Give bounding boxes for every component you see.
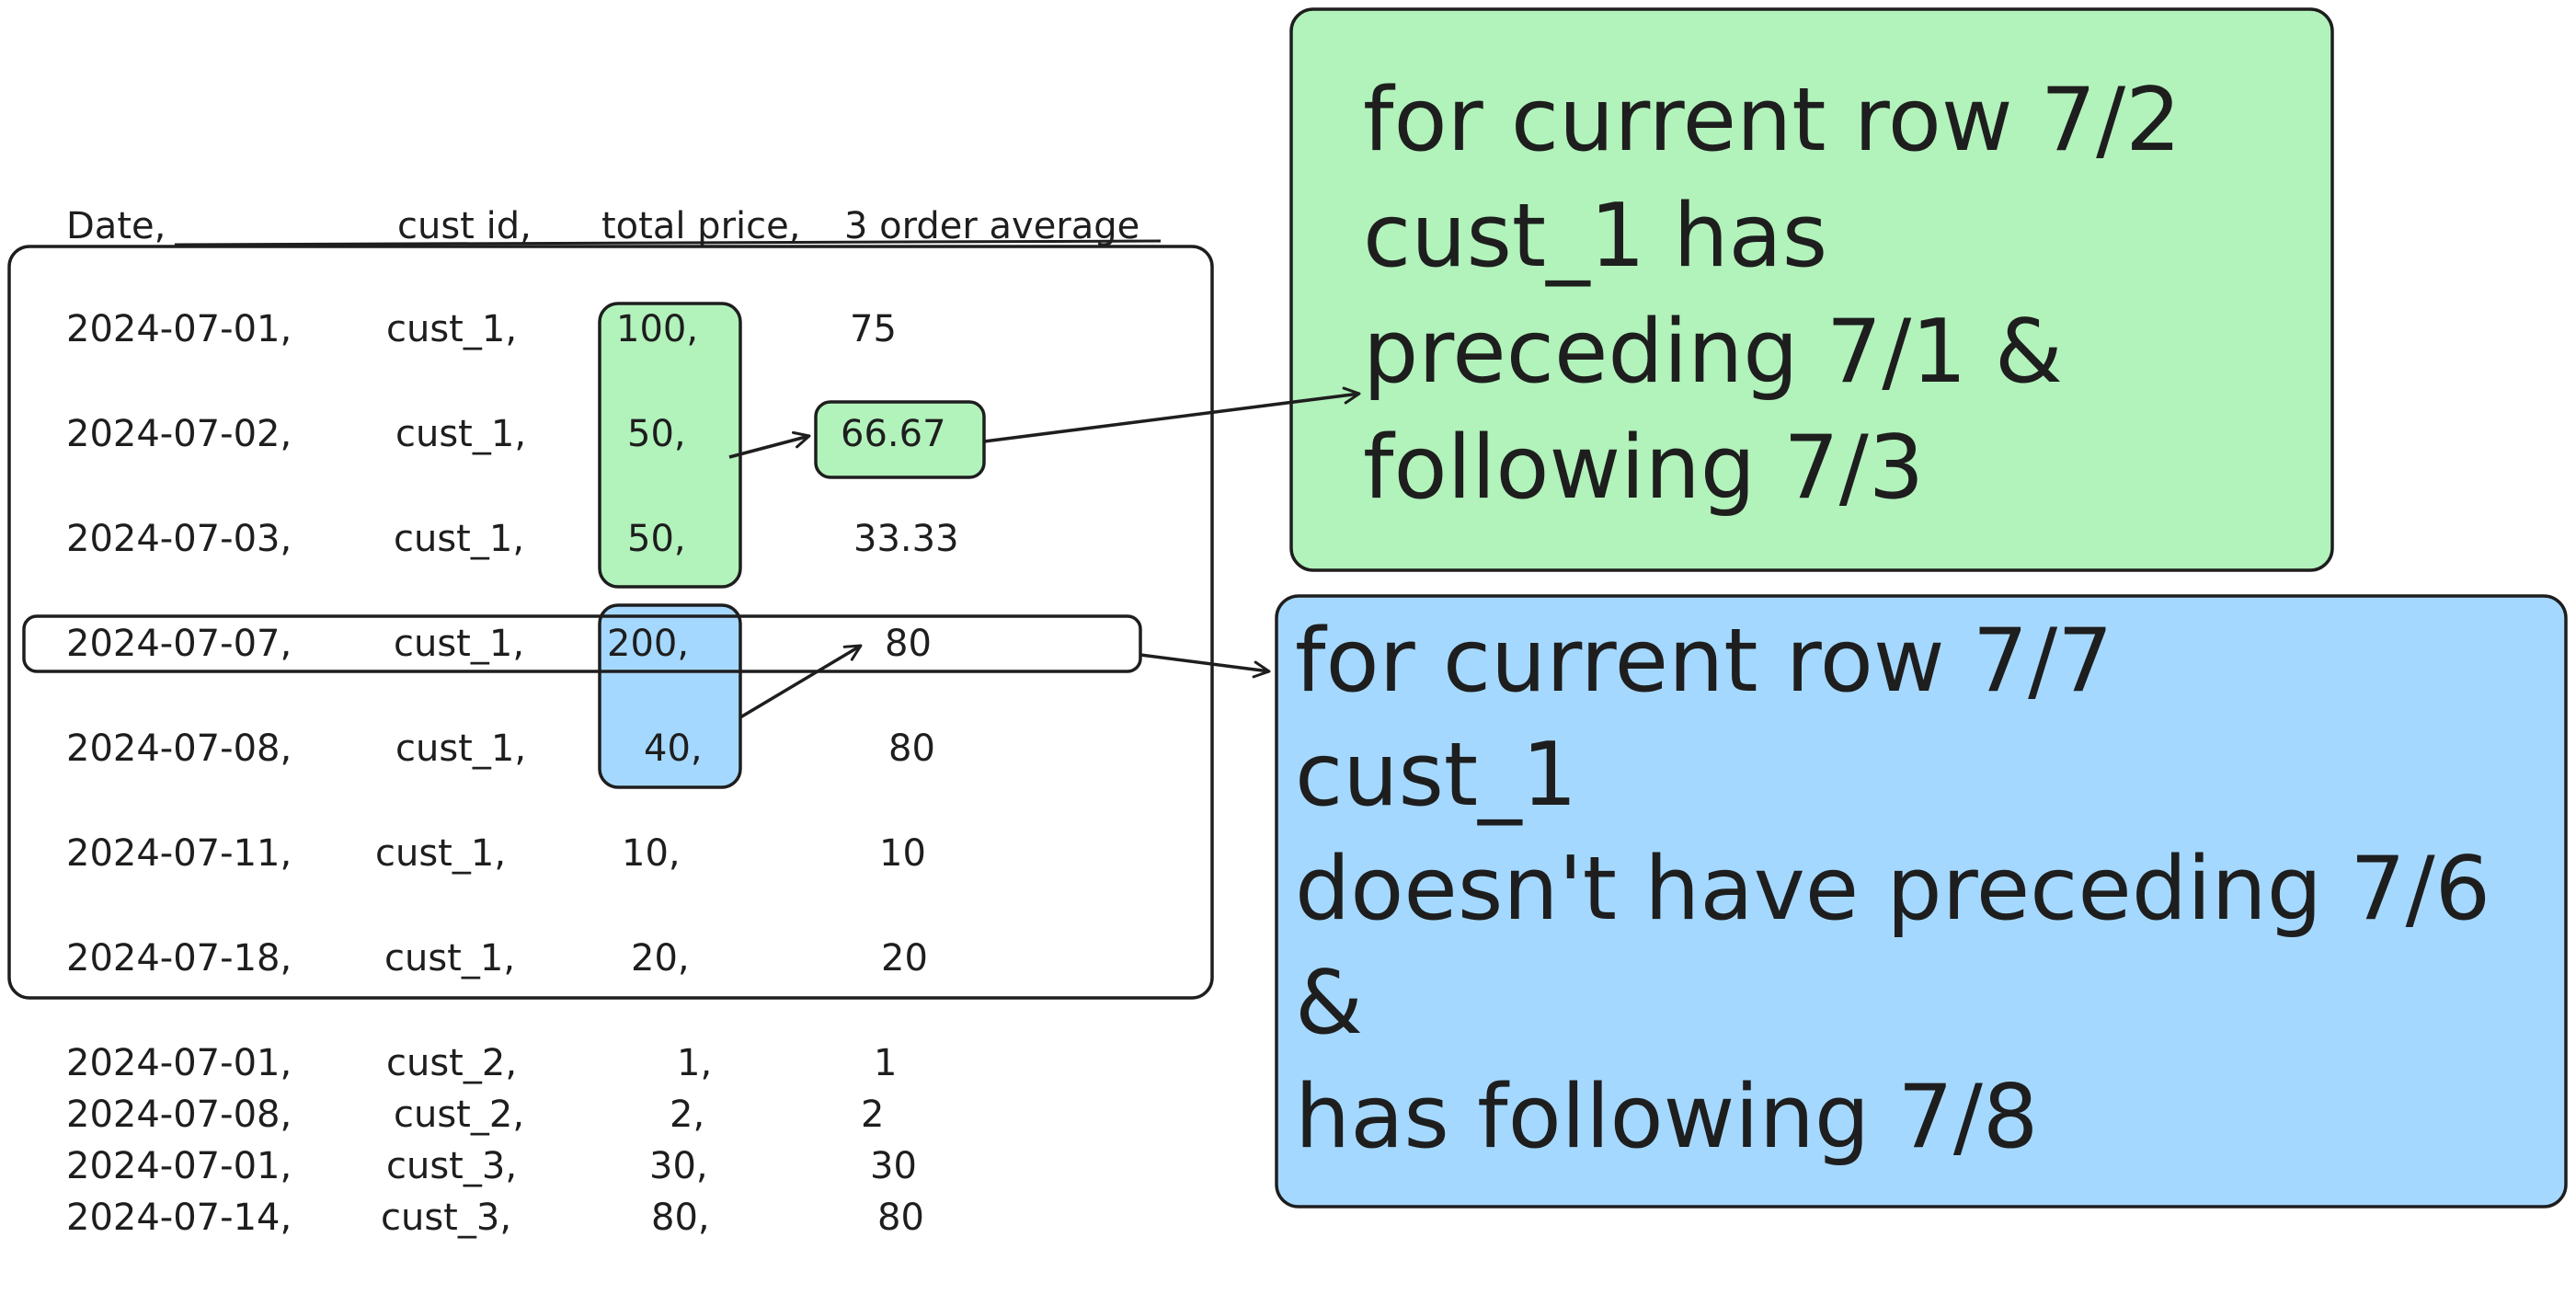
row-cust: cust_1, (395, 413, 527, 455)
row-date: 2024-07-14, (66, 1197, 292, 1239)
row-date: 2024-07-08, (66, 727, 292, 770)
row-price: 30, (649, 1145, 708, 1187)
row-cust: cust_1, (394, 623, 525, 665)
row-average: 80 (885, 623, 932, 665)
blue-price-highlight (598, 603, 742, 789)
green-note-line: cust_1 has (1363, 186, 1828, 287)
row-date: 2024-07-03, (66, 518, 292, 560)
header-average: 3 order average (844, 205, 1140, 247)
blue-note-line: has following 7/8 (1295, 1067, 2039, 1168)
row-average: 2 (861, 1094, 885, 1136)
row-cust: cust_1, (395, 727, 527, 770)
row-date: 2024-07-11, (66, 832, 292, 875)
row-date: 2024-07-01, (66, 1042, 292, 1084)
green-average-highlight (814, 400, 986, 479)
row-cust: cust_1, (384, 937, 516, 980)
header-cust-id: cust id, (397, 205, 532, 247)
row-date: 2024-07-01, (66, 1145, 292, 1187)
arrow-average-to-green-note (983, 386, 1361, 443)
arrow-price-to-average (728, 430, 811, 459)
green-note-box (1289, 7, 2334, 572)
header-underline (174, 239, 1162, 246)
row-average: 1 (874, 1042, 898, 1084)
row-cust: cust_1, (375, 832, 507, 875)
green-note-line: for current row 7/2 (1363, 70, 2181, 171)
row-price: 20, (631, 937, 690, 980)
green-note-line: following 7/3 (1363, 418, 1925, 519)
row-date: 2024-07-01, (66, 308, 292, 350)
blue-note-box (1275, 594, 2568, 1209)
blue-note-line: & (1295, 953, 1364, 1054)
row-cust: cust_2, (386, 1042, 518, 1084)
header-total-price: total price, (601, 205, 801, 247)
row-cust: cust_2, (394, 1094, 525, 1136)
row-price: 50, (627, 413, 686, 455)
row-date: 2024-07-07, (66, 623, 292, 665)
row-average: 10 (879, 832, 926, 875)
row-price: 200, (607, 623, 690, 665)
row-date: 2024-07-18, (66, 937, 292, 980)
blue-note-line: for current row 7/7 (1295, 611, 2113, 712)
row-average: 20 (881, 937, 928, 980)
row-date: 2024-07-02, (66, 413, 292, 455)
row-price: 10, (622, 832, 681, 875)
row-price: 80, (651, 1197, 710, 1239)
blue-note-line: cust_1 (1295, 725, 1578, 826)
row-average: 66.67 (841, 413, 946, 455)
header-date: Date, (66, 205, 166, 247)
row-average: 80 (888, 727, 935, 770)
row-cust: cust_1, (386, 308, 518, 350)
arrow-row-to-blue-note (1139, 653, 1271, 679)
row-average: 75 (850, 308, 897, 350)
row-price: 40, (644, 727, 703, 770)
row-price: 2, (670, 1094, 705, 1136)
row-cust: cust_3, (386, 1145, 518, 1187)
row-cust: cust_3, (381, 1197, 512, 1239)
row-price: 100, (616, 308, 699, 350)
row-average: 30 (870, 1145, 917, 1187)
row-cust: cust_1, (394, 518, 525, 560)
row-average: 33.33 (853, 518, 959, 560)
arrow-price-to-current-average (739, 644, 863, 719)
row-price: 1, (677, 1042, 713, 1084)
current-row-outline (22, 614, 1142, 673)
green-price-highlight (598, 302, 742, 589)
green-note-line: preceding 7/1 & (1363, 302, 2063, 403)
row-average: 80 (877, 1197, 924, 1239)
row-date: 2024-07-08, (66, 1094, 292, 1136)
blue-note-line: doesn't have preceding 7/6 (1295, 839, 2491, 940)
row-price: 50, (627, 518, 686, 560)
cust-1-group-box (7, 245, 1214, 1000)
